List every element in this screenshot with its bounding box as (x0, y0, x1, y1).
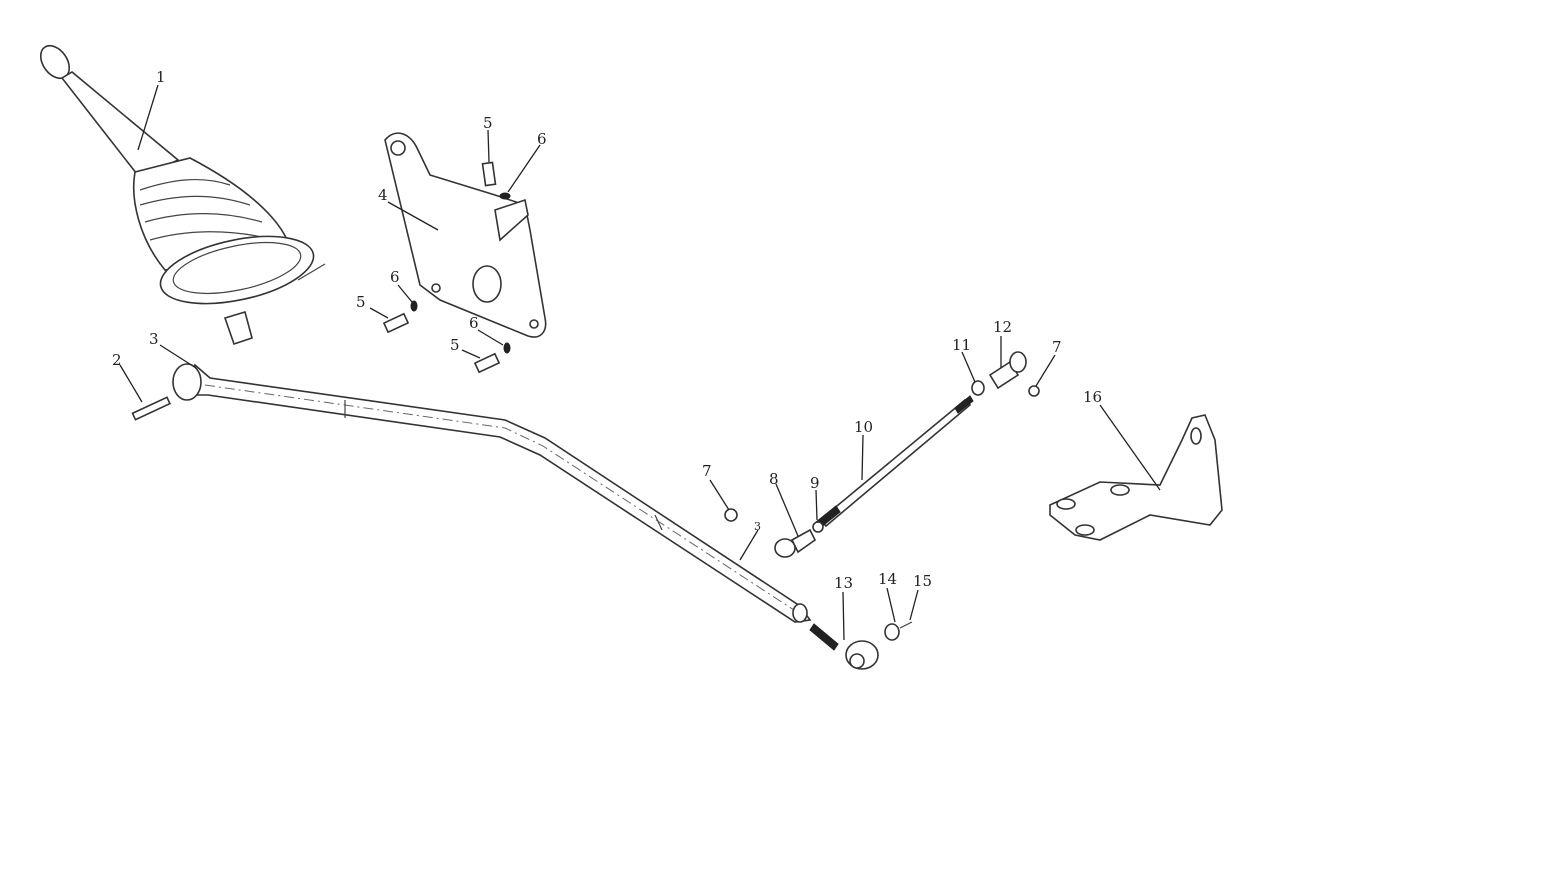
part-mount-bracket (1049, 414, 1223, 541)
callout-5: 5 (450, 336, 460, 354)
callout-13: 13 (834, 574, 853, 592)
part-shift-lever (39, 44, 326, 346)
callout-6: 6 (537, 130, 547, 148)
part-bracket (384, 132, 547, 338)
callout-15: 15 (913, 572, 932, 590)
callout-11: 11 (952, 336, 971, 354)
callout-2: 2 (112, 351, 122, 369)
callout-16: 16 (1083, 388, 1102, 406)
callout-9: 9 (810, 474, 820, 492)
callout-14: 14 (878, 570, 897, 588)
part-ball-joint (809, 621, 913, 670)
callout-6: 6 (469, 314, 479, 332)
callout-3: 3 (149, 330, 159, 348)
leader-lines (119, 84, 1161, 641)
callout-labels: 1 2 3 4 5 6 5 6 5 6 7 8 9 10 11 12 7 13 … (112, 68, 1102, 592)
callout-3: 3 (754, 520, 761, 533)
part-bolts (131, 161, 511, 421)
callout-7: 7 (1052, 338, 1062, 356)
callout-8: 8 (769, 470, 779, 488)
part-link-rod (724, 351, 1040, 558)
callout-1: 1 (156, 68, 166, 86)
callout-10: 10 (854, 418, 873, 436)
part-shift-rod (172, 363, 812, 623)
callout-4: 4 (378, 186, 388, 204)
callout-5: 5 (356, 293, 366, 311)
callout-12: 12 (993, 318, 1012, 336)
callout-7: 7 (702, 462, 712, 480)
callout-6: 6 (390, 268, 400, 286)
callout-5: 5 (483, 114, 493, 132)
